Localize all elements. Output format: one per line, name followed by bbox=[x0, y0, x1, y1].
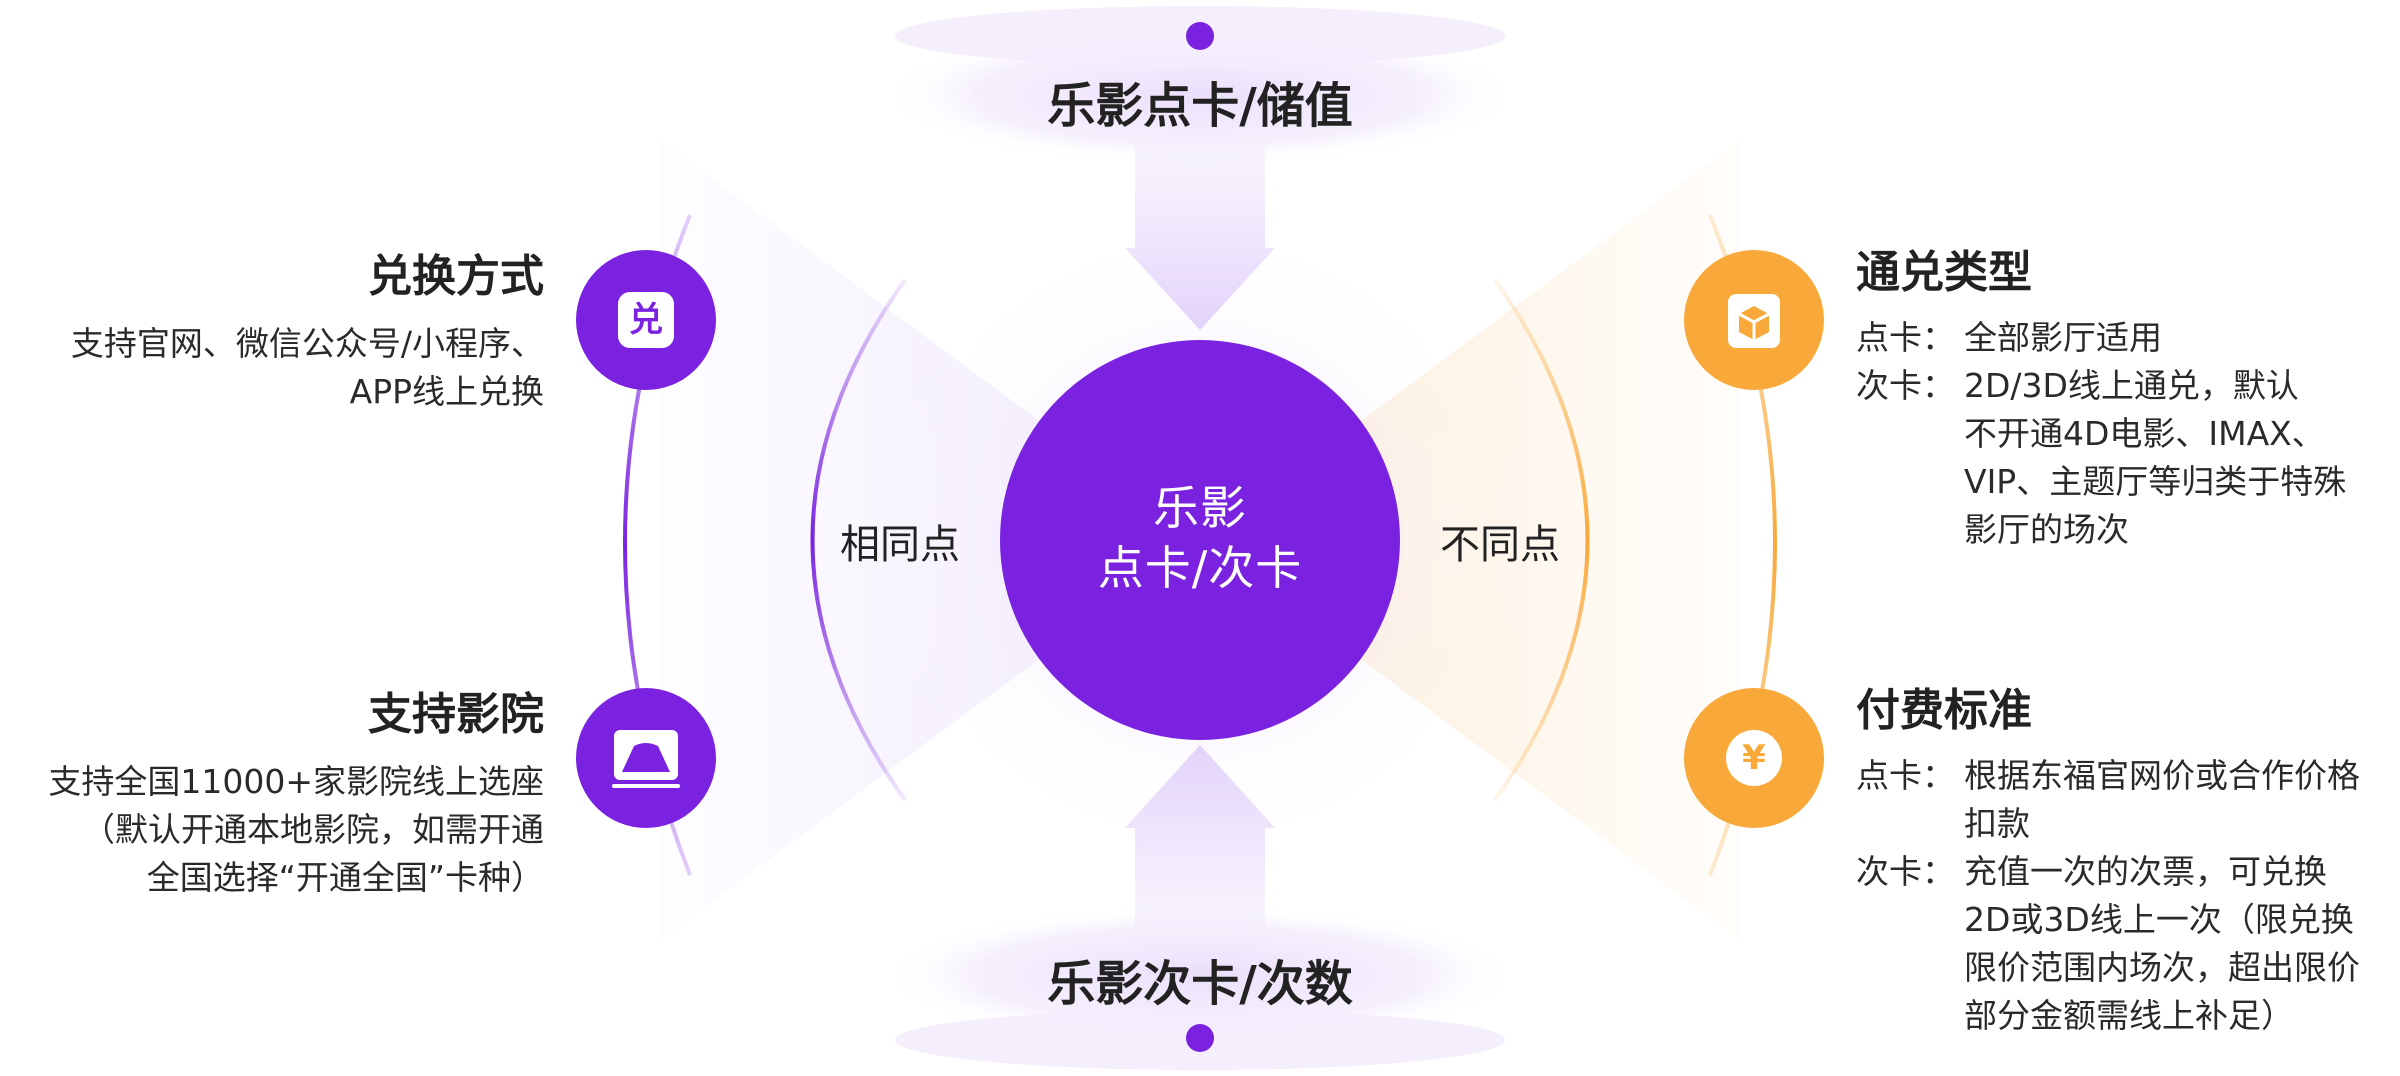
redeem-icon bbox=[618, 292, 674, 348]
supported-cinemas-line3: 全国选择“开通全国”卡种） bbox=[146, 858, 544, 897]
row-text: 扣款 bbox=[1964, 804, 2030, 843]
redeem-icon-char: 兑 bbox=[629, 300, 663, 340]
row-text: 根据东福官网价或合作价格 bbox=[1964, 756, 2360, 795]
payment-standard-block: 付费标准 点卡： 根据东福官网价或合作价格 扣款 次卡： 充值一次的次票，可兑换… bbox=[1856, 674, 2396, 1040]
row-label: 点卡： bbox=[1856, 756, 1955, 795]
top-label: 乐影点卡/储值 bbox=[1047, 78, 1353, 134]
row-text: 全部影厅适用 bbox=[1964, 318, 2162, 357]
payment-standard-row-times: 次卡： 充值一次的次票，可兑换 2D或3D线上一次（限兑换 限价范围内场次，超出… bbox=[1856, 848, 2396, 1040]
left-inner-arc bbox=[810, 278, 907, 802]
row-label: 点卡： bbox=[1856, 318, 1955, 357]
similar-label: 相同点 bbox=[840, 522, 960, 568]
supported-cinemas-line2: （默认开通本地影院，如需开通 bbox=[82, 810, 544, 849]
yen-coin-icon bbox=[1726, 730, 1782, 786]
payment-standard-row-points: 点卡： 根据东福官网价或合作价格 扣款 bbox=[1856, 752, 2396, 848]
row-text: 限价范围内场次，超出限价 bbox=[1964, 948, 2360, 987]
redeem-method-title: 兑换方式 bbox=[368, 251, 544, 302]
exchange-type-block: 通兑类型 点卡： 全部影厅适用 次卡： 2D/3D线上通兑，默认 不开通4D电影… bbox=[1856, 236, 2396, 554]
row-text: 影厅的场次 bbox=[1964, 510, 2129, 549]
row-text: 不开通4D电影、IMAX、 bbox=[1964, 414, 2325, 453]
box-icon bbox=[1728, 294, 1780, 348]
right-inner-arc bbox=[1493, 278, 1590, 802]
supported-cinemas-line1: 支持全国11000+家影院线上选座 bbox=[48, 762, 544, 801]
redeem-method-line2: APP线上兑换 bbox=[349, 372, 544, 411]
payment-standard-title: 付费标准 bbox=[1856, 685, 2032, 736]
row-text: 充值一次的次票，可兑换 bbox=[1964, 852, 2327, 891]
supported-cinemas-title: 支持影院 bbox=[368, 689, 544, 740]
bottom-label: 乐影次卡/次数 bbox=[1047, 956, 1353, 1012]
cinema-screen-icon bbox=[612, 730, 680, 788]
row-text: 2D或3D线上一次（限兑换 bbox=[1964, 900, 2354, 939]
different-label: 不同点 bbox=[1440, 522, 1560, 568]
bottom-arrow bbox=[1125, 745, 1275, 935]
redeem-method-line1: 支持官网、微信公众号/小程序、 bbox=[70, 324, 544, 363]
row-text: VIP、主题厅等归类于特殊 bbox=[1964, 462, 2347, 501]
top-dot bbox=[1186, 22, 1214, 50]
row-text: 部分金额需线上补足） bbox=[1964, 996, 2294, 1035]
exchange-type-row-times: 次卡： 2D/3D线上通兑，默认 不开通4D电影、IMAX、 VIP、主题厅等归… bbox=[1856, 362, 2396, 554]
exchange-type-row-points: 点卡： 全部影厅适用 bbox=[1856, 314, 2396, 362]
row-text: 2D/3D线上通兑，默认 bbox=[1964, 366, 2299, 405]
row-label: 次卡： bbox=[1856, 366, 1955, 405]
exchange-type-title: 通兑类型 bbox=[1856, 247, 2032, 298]
bottom-dot bbox=[1186, 1024, 1214, 1052]
center-title-line2: 点卡/次卡 bbox=[1097, 541, 1303, 595]
row-label: 次卡： bbox=[1856, 852, 1955, 891]
supported-cinemas-block: 支持影院 支持全国11000+家影院线上选座 （默认开通本地影院，如需开通 全国… bbox=[0, 678, 544, 902]
top-arrow bbox=[1125, 140, 1275, 330]
bottom-ellipse-glow bbox=[880, 905, 1520, 1045]
center-title: 乐影 点卡/次卡 bbox=[1000, 478, 1400, 598]
center-circle bbox=[1000, 340, 1400, 740]
redeem-method-block: 兑换方式 支持官网、微信公众号/小程序、 APP线上兑换 bbox=[0, 240, 544, 416]
center-title-line1: 乐影 bbox=[1153, 481, 1247, 535]
yen-icon-char: ¥ bbox=[1742, 738, 1766, 778]
